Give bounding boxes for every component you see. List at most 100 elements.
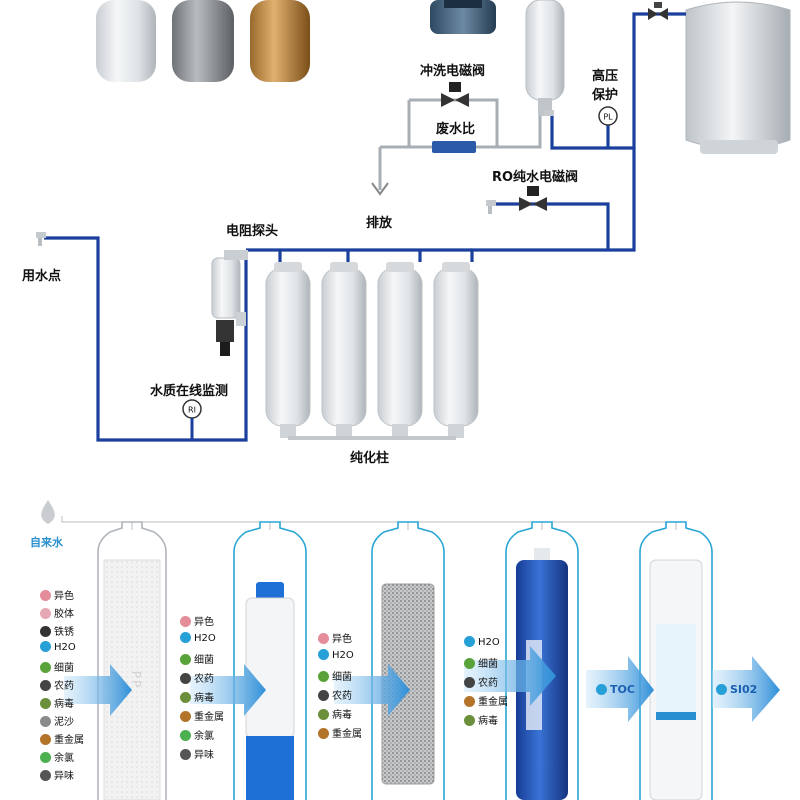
contaminant-label: 异味 [54,771,74,782]
contaminant-icon [318,633,329,644]
contaminant-icon [318,671,329,682]
contaminant-label: 异色 [194,617,214,628]
contaminant-icon [464,636,475,647]
high-pressure-label-2: 保护 [592,88,619,103]
contaminant-label: H2O [54,642,76,653]
contaminant-icon [40,734,51,745]
faucet-icon [36,232,46,246]
contaminant-item: 异色 [318,630,352,645]
pressure-tank [685,1,791,154]
polishing-column-label: 纯化柱 [350,451,390,466]
resistance-probe [211,250,248,356]
contaminant-label: 重金属 [54,735,84,746]
contaminant-icon [40,641,51,652]
contaminant-icon [464,715,475,726]
contaminant-label: 重金属 [478,697,508,708]
drain-outlet-icon [371,182,389,196]
outlet-label: 用水点 [22,269,62,284]
contaminant-item: 细菌 [318,668,352,683]
contaminant-item: 重金属 [464,693,508,708]
waste-ratio-icon [432,141,476,153]
contaminant-icon [464,658,475,669]
contaminant-icon [40,752,51,763]
contaminant-item: 细菌 [180,651,214,666]
contaminant-icon [40,698,51,709]
contaminant-item: 农药 [180,670,214,685]
contaminant-item: 异味 [40,767,74,782]
contaminant-icon [180,749,191,760]
contaminant-label: 铁锈 [54,627,74,638]
high-pressure-label-1: 高压 [592,69,619,84]
contaminant-item: 胶体 [40,605,74,620]
contaminant-icon [40,626,51,637]
ro-faucet-icon [544,110,554,116]
contaminant-icon [318,690,329,701]
contaminant-label: 细菌 [54,663,74,674]
contaminant-label: 细菌 [332,672,352,683]
contaminant-label: 余氯 [194,731,214,742]
toc-text: TOC [610,683,635,696]
stage-housings [97,521,713,800]
contaminant-icon [40,590,51,601]
tap-water-label: 自来水 [30,536,63,549]
waste-ratio-label: 废水比 [436,122,476,137]
contaminant-label: 异色 [332,634,352,645]
granular-carbon-cartridge [245,582,295,800]
pressure-gauge-icon [598,106,618,126]
contaminant-item: 病毒 [464,712,498,727]
stage-connectors [61,516,677,530]
contaminant-item: 重金属 [40,731,84,746]
contaminant-icon [40,662,51,673]
contaminant-item: 病毒 [40,695,74,710]
contaminant-item: 细菌 [464,655,498,670]
pressure-gauge-label: PL [603,113,613,122]
contaminant-item: 重金属 [180,708,224,723]
contaminant-item: H2O [318,649,354,661]
water-drop-icon [41,500,55,524]
contaminant-item: 异色 [180,613,214,628]
resistance-probe-label: 电阻探头 [226,224,279,239]
contaminant-label: 病毒 [478,716,498,727]
contaminant-icon [318,728,329,739]
contaminant-icon [180,616,191,627]
contaminant-item: 余氯 [40,749,74,764]
contaminant-item: 病毒 [180,689,214,704]
contaminant-icon [40,770,51,781]
contaminant-item: 铁锈 [40,623,74,638]
contaminant-icon [40,716,51,727]
toc-icon [596,684,607,695]
contaminant-icon [318,709,329,720]
contaminant-icon [180,673,191,684]
contaminant-item: H2O [180,632,216,644]
contaminant-label: 余氯 [54,753,74,764]
contaminant-label: 异色 [54,591,74,602]
flush-valve-label: 冲洗电磁阀 [420,64,486,79]
polishing-columns [265,262,479,440]
sio2-icon [716,684,727,695]
ri-sensor-label: RI [188,406,196,415]
ro-housing [525,0,565,116]
contaminant-item: 农药 [40,677,74,692]
contaminant-label: 病毒 [54,699,74,710]
flow-arrows [64,646,780,722]
contaminant-item: 异味 [180,746,214,761]
contaminant-icon [464,677,475,688]
booster-pump [430,0,496,34]
contaminant-label: 病毒 [332,710,352,721]
contaminant-item: 农药 [318,687,352,702]
tank-valve-icon [648,2,668,20]
contaminant-label: 病毒 [194,693,214,704]
contaminant-item: H2O [464,636,500,648]
contaminant-icon [180,730,191,741]
flush-solenoid-valve-icon [441,82,469,107]
contaminant-item: 农药 [464,674,498,689]
contaminant-icon [318,649,329,660]
contaminant-item: 异色 [40,587,74,602]
pure-water-piping [44,12,686,442]
svg-text:PP: PP [129,671,143,689]
sio2-label: SI02 [716,683,757,696]
contaminant-icon [40,680,51,691]
contaminant-label: 农药 [54,681,74,692]
